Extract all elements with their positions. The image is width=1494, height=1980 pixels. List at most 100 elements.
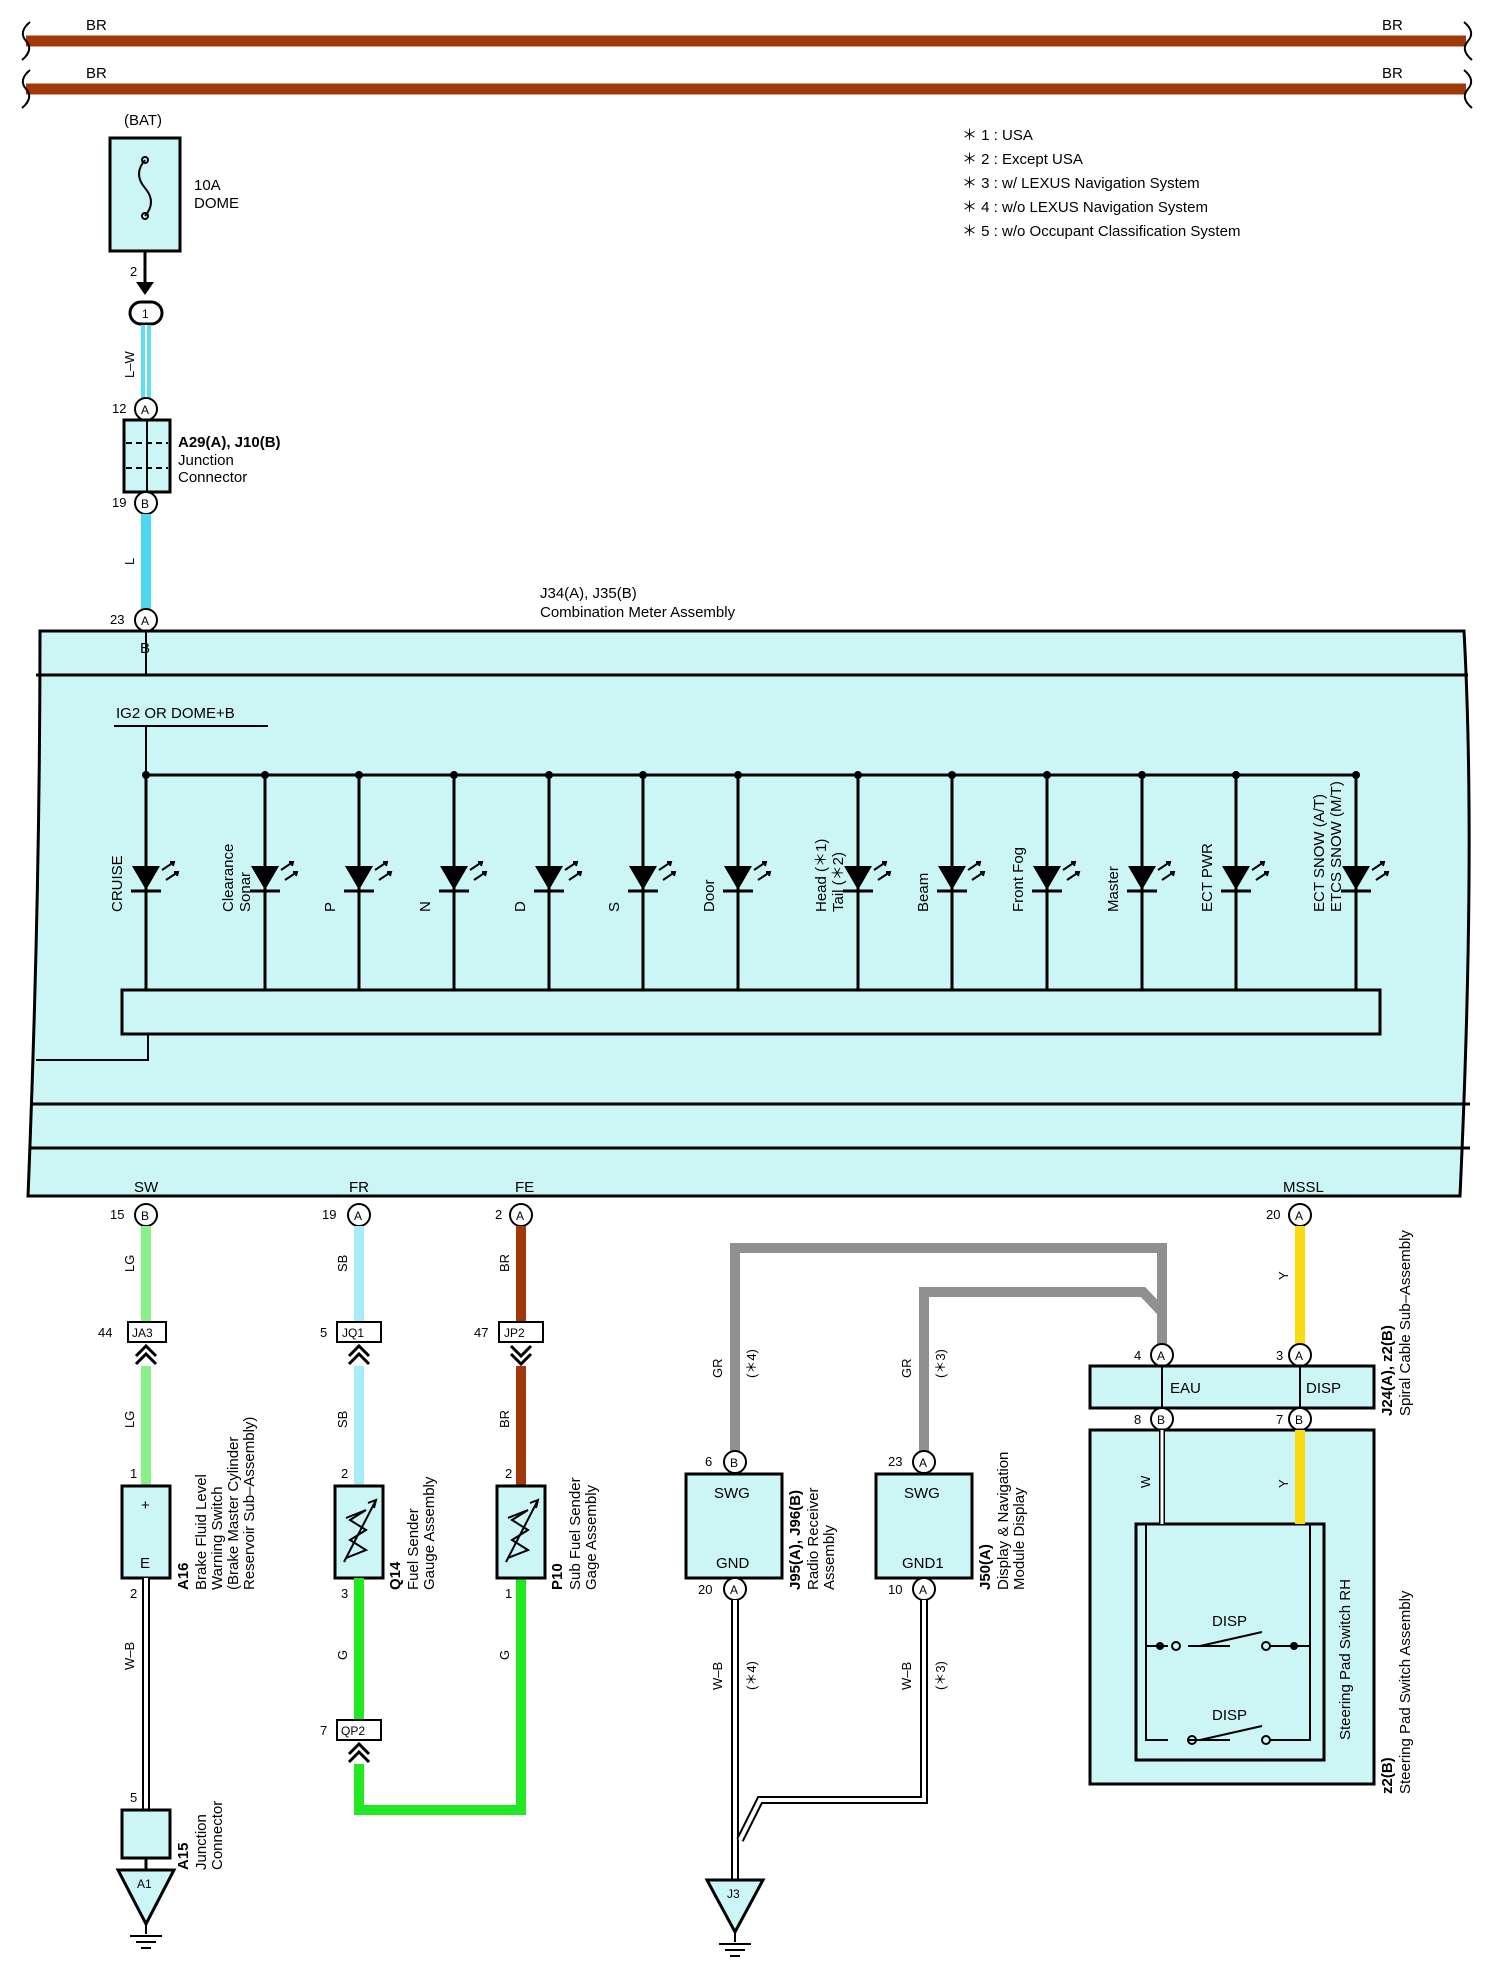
- a29-pin-bot: 19: [112, 495, 126, 510]
- radio-conn-top: B: [730, 1456, 738, 1470]
- sw-dev-name: (Brake Master Cylinder: [225, 1437, 242, 1590]
- indicator-lamp: P: [322, 771, 393, 990]
- spiral-pin-b1: 8: [1134, 1412, 1141, 1427]
- fe-wire2: BR: [497, 1410, 512, 1428]
- sw-dev-pin-top: 1: [130, 1466, 137, 1481]
- fr-dev-name: Gauge Assembly: [421, 1476, 438, 1590]
- display-module: GR (＊3) 23 A SWG GND1 10 A J50(A) Displa…: [736, 1349, 1028, 1842]
- a29-name2: Connector: [178, 469, 247, 486]
- fuse-name: DOME: [194, 195, 239, 212]
- radio-pin-bot: 20: [698, 1582, 712, 1597]
- lamp-label: ECT SNOW (A/T): [1311, 794, 1328, 912]
- spiral-disp: DISP: [1306, 1380, 1341, 1397]
- indicator-lamp: ECT PWR: [1199, 771, 1270, 990]
- a29-id: A29(A), J10(B): [178, 434, 281, 451]
- lamp-label: Door: [701, 879, 718, 912]
- fe-dev-pin-top: 2: [505, 1466, 512, 1481]
- sw-dev-name: Reservoir Sub–Assembly): [241, 1417, 258, 1590]
- display-gnd: GND1: [902, 1555, 944, 1572]
- fr-wire3: G: [335, 1650, 350, 1660]
- radio-wire-bot: W–B: [710, 1662, 725, 1690]
- meter-pin-in-label: B: [140, 640, 150, 657]
- radio-name: Assembly: [821, 1524, 838, 1590]
- radio-conn-bot: A: [730, 1583, 738, 1597]
- fr-dev-pin-bot: 3: [341, 1586, 348, 1601]
- fe-pin-conn: A: [516, 1209, 524, 1223]
- indicator-lamp: Head (＊1)Tail (＊2): [813, 771, 892, 990]
- radio-gnd: GND: [716, 1555, 750, 1572]
- spiral-eau: EAU: [1170, 1380, 1201, 1397]
- fr-pin: 19: [322, 1207, 336, 1222]
- sw-wire3: W–B: [122, 1642, 137, 1670]
- lamp-label: Clearance: [220, 844, 237, 912]
- spiral-pin-b2: 7: [1276, 1412, 1283, 1427]
- steering-rh: Steering Pad Switch RH: [1337, 1579, 1354, 1740]
- steering-name: Steering Pad Switch Assembly: [1397, 1590, 1414, 1794]
- radio-name: Radio Receiver: [805, 1487, 822, 1590]
- sw-pin: 15: [110, 1207, 124, 1222]
- lamp-label: Front Fog: [1010, 847, 1027, 912]
- meter-pin-in-conn: A: [141, 614, 149, 628]
- indicator-lamp: ECT SNOW (A/T)ETCS SNOW (M/T): [1311, 771, 1390, 990]
- sw-jconn: JA3: [132, 1326, 153, 1340]
- sw-ground: A1: [137, 1877, 152, 1891]
- spiral-conn-b2: B: [1295, 1413, 1303, 1427]
- lamp-label: Beam: [915, 873, 932, 912]
- fe-pin: 2: [495, 1207, 502, 1222]
- lamp-label: ECT PWR: [1199, 843, 1216, 912]
- spiral-name: Spiral Cable Sub–Assembly: [1397, 1230, 1414, 1416]
- radio-swg: SWG: [714, 1485, 750, 1502]
- fe-branch: 2 A BR 47 JP2 BR 2 1 G P10 Sub Fuel Send…: [474, 1203, 600, 1660]
- fr-dev-id: Q14: [387, 1561, 404, 1590]
- bus-label-top-right: BR: [1382, 17, 1403, 34]
- meter-supply-label: IG2 OR DOME+B: [116, 705, 235, 722]
- sw-dev-name: Brake Fluid Level: [193, 1474, 210, 1590]
- lamp-label: Master: [1105, 866, 1122, 912]
- indicator-lamp: Front Fog: [1010, 771, 1081, 990]
- sw-junc-id: A15: [175, 1842, 192, 1870]
- sw-branch: 15 B LG 44 JA3 LG 1 + E 2 W–B A16 Brake …: [98, 1203, 258, 1949]
- legend-item: ＊ 5 : w/o Occupant Classification System: [962, 223, 1240, 240]
- fr-dev-pin-top: 2: [341, 1466, 348, 1481]
- br-bus: BR BR BR BR: [21, 17, 1473, 109]
- fuse-connector: 1: [142, 307, 149, 321]
- spiral-cable: 4 A 3 A EAU DISP J24(A), z2(B) Spiral Ca…: [1088, 1230, 1414, 1431]
- fe-jconn: JP2: [504, 1326, 525, 1340]
- legend-item: ＊ 4 : w/o LEXUS Navigation System: [962, 199, 1208, 216]
- indicator-lamp: Beam: [915, 771, 986, 990]
- sw-jpin: 44: [98, 1325, 112, 1340]
- spiral-conn-eau: A: [1157, 1349, 1165, 1363]
- lamp-label: S: [606, 902, 623, 912]
- fr-jconn2: QP2: [341, 1724, 365, 1738]
- mssl-wire: Y: [1276, 1271, 1291, 1280]
- radio-pin-top: 6: [705, 1454, 712, 1469]
- steering-wire-y: Y: [1276, 1479, 1291, 1488]
- spiral-conn-b1: B: [1157, 1413, 1165, 1427]
- sw-dev-id: A16: [175, 1562, 192, 1590]
- steering-sw2: DISP: [1212, 1707, 1247, 1724]
- fr-branch: 19 A SB 5 JQ1 SB 2 3 Q14 Fuel Sender Gau…: [320, 1203, 526, 1815]
- radio-ground: J3: [727, 1887, 740, 1901]
- fe-dev-name: Gage Assembly: [583, 1484, 600, 1590]
- fe-dev-id: P10: [549, 1563, 566, 1590]
- radio-note-top: (＊4): [744, 1349, 759, 1378]
- display-note-top: (＊3): [933, 1349, 948, 1378]
- lamp-label: Tail (＊2): [830, 852, 847, 912]
- meter-id: J34(A), J35(B): [540, 585, 637, 602]
- sw-pin-conn: B: [141, 1209, 149, 1223]
- radio-id: J95(A), J96(B): [787, 1490, 804, 1590]
- junction-connector-a29: 12 A A29(A), J10(B) Junction Connector 1…: [112, 397, 281, 515]
- indicator-lamp: Door: [701, 771, 772, 990]
- indicator-lamp: Master: [1105, 771, 1176, 990]
- display-conn-bot: A: [919, 1583, 927, 1597]
- sw-dev-name: Warning Switch: [209, 1486, 226, 1590]
- display-pin-top: 23: [888, 1454, 902, 1469]
- sw-wire1: LG: [122, 1255, 137, 1272]
- display-wire-top: GR: [899, 1359, 914, 1379]
- fr-wire1: SB: [335, 1255, 350, 1272]
- fe-dev-pin-bot: 1: [505, 1586, 512, 1601]
- radio-note-bot: (＊4): [744, 1661, 759, 1690]
- fr-jpin: 5: [320, 1325, 327, 1340]
